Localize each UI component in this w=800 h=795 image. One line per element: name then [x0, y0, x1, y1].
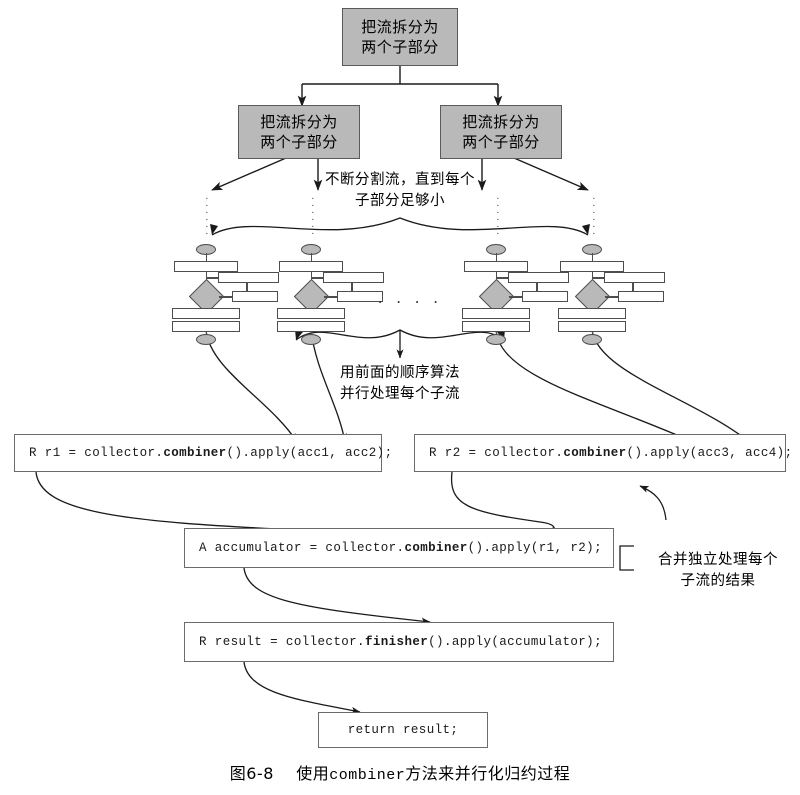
code-box-r1: R r1 = collector.combiner().apply(acc1, …: [14, 434, 392, 472]
split-box-root-line1: 把流拆分为: [361, 17, 439, 36]
glyph-step-rect: [279, 261, 343, 272]
glyph-end-ellipse: [582, 334, 602, 345]
code-r1-post: ().apply(acc1, acc2);: [226, 446, 393, 460]
code-box-accumulator: A accumulator = collector.combiner().app…: [184, 528, 614, 568]
sequential-algorithm-glyph-2: [267, 244, 384, 345]
code-box-r2: R r2 = collector.combiner().apply(acc3, …: [414, 434, 792, 472]
code-r2-pre: R r2 = collector.: [429, 446, 564, 460]
split-box-right-line2: 两个子部分: [462, 133, 540, 151]
glyph-step-rect-3: [277, 321, 345, 332]
glyph-step-rect-3: [462, 321, 530, 332]
caption-text-b: 方法来并行化归约过程: [405, 764, 571, 783]
glyph-step-rect: [464, 261, 528, 272]
dot-column-3: ······: [496, 193, 500, 240]
code-r2-post: ().apply(acc3, acc4);: [626, 446, 793, 460]
glyph-end-ellipse: [301, 334, 321, 345]
code-r1-bold: combiner: [163, 446, 227, 460]
code-r2-bold: combiner: [563, 446, 627, 460]
split-box-root-line2: 两个子部分: [361, 38, 439, 56]
sequential-algorithm-glyph-3: [452, 244, 569, 345]
code-result-bold: finisher: [364, 635, 429, 649]
glyph-end-ellipse: [486, 334, 506, 345]
caption-text-a: 使用: [296, 764, 330, 783]
glyph-step-rect-2: [172, 308, 240, 319]
dot-column-2: ······: [311, 193, 315, 240]
glyph-branch-rect-2: [337, 291, 383, 302]
glyph-step-rect-3: [558, 321, 626, 332]
split-box-right-line1: 把流拆分为: [462, 112, 540, 131]
merge-note: 合并独立处理每个 子流的结果: [658, 550, 778, 592]
split-box-root: 把流拆分为 两个子部分: [342, 8, 458, 66]
glyph-step-rect: [560, 261, 624, 272]
process-note: 用前面的顺序算法 并行处理每个子流: [340, 363, 460, 405]
figure-caption: 图6-8 使用combiner方法来并行化归约过程: [0, 760, 800, 784]
glyph-branch-rect: [218, 272, 279, 283]
split-note-line2: 子部分足够小: [355, 193, 445, 210]
code-result-post: ().apply(accumulator);: [428, 635, 602, 649]
code-r1-pre: R r1 = collector.: [29, 446, 164, 460]
split-box-left-line2: 两个子部分: [260, 133, 338, 151]
code-accumulator-post: ().apply(r1, r2);: [467, 541, 602, 555]
glyph-branch-rect: [604, 272, 665, 283]
sequential-algorithm-glyph-1: [162, 244, 279, 345]
split-box-left: 把流拆分为 两个子部分: [238, 105, 360, 159]
glyph-step-rect-2: [558, 308, 626, 319]
sequential-algorithm-glyph-4: [548, 244, 665, 345]
code-result-pre: R result = collector.: [199, 635, 365, 649]
glyph-branch-rect: [508, 272, 569, 283]
glyph-branch-rect: [323, 272, 384, 283]
glyph-ellipsis: . . . .: [378, 288, 443, 307]
glyph-branch-rect-2: [618, 291, 664, 302]
merge-note-line1: 合并独立处理每个: [658, 552, 778, 568]
glyph-end-ellipse: [196, 334, 216, 345]
code-box-result: R result = collector.finisher().apply(ac…: [184, 622, 614, 662]
merge-note-line2: 子流的结果: [680, 573, 756, 590]
caption-mono: combiner: [329, 767, 406, 784]
dot-column-1: ······: [205, 193, 209, 240]
code-return-text: return result;: [347, 723, 459, 737]
glyph-step-rect-2: [277, 308, 345, 319]
code-accumulator-pre: A accumulator = collector.: [199, 541, 405, 555]
split-note-line1: 不断分割流，直到每个: [325, 172, 475, 188]
glyph-step-rect: [174, 261, 238, 272]
process-note-line1: 用前面的顺序算法: [340, 365, 460, 381]
split-box-right: 把流拆分为 两个子部分: [440, 105, 562, 159]
code-accumulator-bold: combiner: [404, 541, 468, 555]
dot-column-4: ······: [592, 193, 596, 240]
caption-prefix: 图6-8: [229, 764, 274, 783]
split-note: 不断分割流，直到每个 子部分足够小: [325, 170, 475, 212]
process-note-line2: 并行处理每个子流: [340, 386, 460, 403]
glyph-step-rect-2: [462, 308, 530, 319]
code-box-return: return result;: [318, 712, 488, 748]
split-box-left-line1: 把流拆分为: [260, 112, 338, 131]
glyph-step-rect-3: [172, 321, 240, 332]
